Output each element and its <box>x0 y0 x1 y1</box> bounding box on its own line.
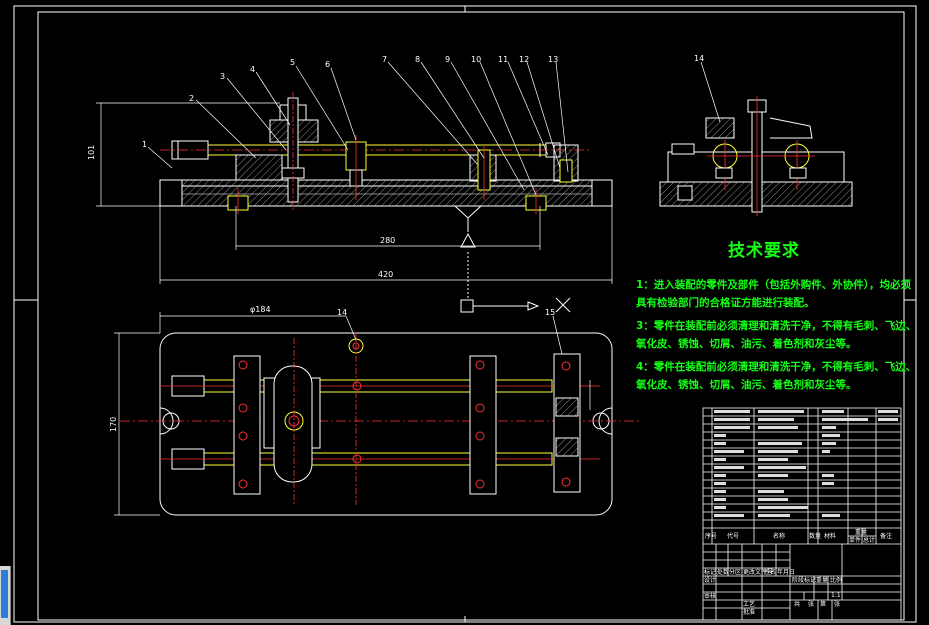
tb-review: 审核 <box>704 592 716 600</box>
tb-header-no: 序号 <box>705 532 717 540</box>
tb-design: 设计 <box>704 576 716 584</box>
part-label-5: 5 <box>290 58 295 67</box>
tb-sheet-unit-2: 张 <box>834 600 840 608</box>
dim-plan-height: 170 <box>109 417 118 432</box>
tb-sign: 签名 <box>764 568 776 576</box>
tb-header-weight: 重量 <box>855 528 867 536</box>
tb-mark: 标记 <box>704 568 716 576</box>
plan-label-14: 14 <box>337 308 347 317</box>
side-scrollbar[interactable] <box>0 566 11 625</box>
part-label-2: 2 <box>189 94 194 103</box>
tb-header-qty: 数量 <box>809 532 821 540</box>
tb-header-unit: 单件 <box>849 536 861 544</box>
dim-inner: 280 <box>380 236 395 245</box>
part-label-12: 12 <box>519 55 529 64</box>
tb-sheet-unit: 张 <box>808 600 814 608</box>
tb-header-material: 材料 <box>824 532 836 540</box>
part-label-1: 1 <box>142 140 147 149</box>
dim-overall: 420 <box>378 270 393 279</box>
requirement-line-4: 氧化皮、锈蚀、切屑、油污、着色剂和灰尘等。 <box>636 338 857 350</box>
title-block[interactable] <box>702 407 902 621</box>
tb-approve: 批准 <box>743 608 755 616</box>
dim-height: 101 <box>87 145 96 160</box>
tb-date: 年月日 <box>777 568 795 576</box>
dim-plan-width: φ184 <box>250 305 271 314</box>
tb-process: 工艺 <box>743 600 755 608</box>
plan-view[interactable]: φ184 170 14 15 <box>109 305 640 516</box>
part-label-4: 4 <box>250 65 255 74</box>
requirement-line-3: 3：零件在装配前必须清理和清洗干净，不得有毛刺、飞边、 <box>636 320 917 332</box>
part-label-8: 8 <box>415 55 420 64</box>
title-block-text: 序号 代号 名称 数量 材料 重量 单件 总计 备注 标记 处数 分区 更改文件… <box>704 528 892 616</box>
requirements-title: 技术要求 <box>728 241 800 261</box>
part-label-9: 9 <box>445 55 450 64</box>
side-view[interactable]: 14 <box>659 54 853 216</box>
tb-header-note: 备注 <box>880 532 892 540</box>
part-label-6: 6 <box>325 60 330 69</box>
tb-scale-label: 比例 <box>830 576 842 584</box>
ucs-marker <box>460 232 571 313</box>
tb-header-total: 总计 <box>863 536 875 544</box>
scrollbar-thumb[interactable] <box>1 570 8 618</box>
requirement-line-2: 具有检验部门的合格证方能进行装配。 <box>636 297 815 309</box>
tb-stage: 阶段标记 <box>792 576 816 584</box>
requirement-line-1: 1：进入装配的零件及部件（包括外购件、外协件），均必须 <box>636 279 912 291</box>
tb-sheet-no: 第 <box>820 600 826 608</box>
part-label-7: 7 <box>382 55 387 64</box>
tb-count: 处数 <box>717 568 729 576</box>
part-label-13: 13 <box>548 55 558 64</box>
requirement-line-5: 4：零件在装配前必须清理和清洗干净，不得有毛刺、飞边、 <box>636 361 917 373</box>
part-label-10: 10 <box>471 55 481 64</box>
tb-change: 更改文件号 <box>743 568 773 576</box>
tb-scale: 1:1 <box>831 592 841 599</box>
part-label-11: 11 <box>498 55 508 64</box>
plan-label-15: 15 <box>545 308 555 317</box>
tb-weight: 重量 <box>816 576 828 584</box>
tb-zone: 分区 <box>729 568 741 576</box>
tb-header-name: 名称 <box>773 532 785 540</box>
tb-header-code: 代号 <box>727 532 739 540</box>
front-view[interactable]: 1 2 3 4 5 6 7 8 9 10 11 12 13 101 <box>87 55 613 284</box>
tb-sheet-total: 共 <box>794 600 800 608</box>
requirement-line-6: 氧化皮、锈蚀、切屑、油污、着色剂和灰尘等。 <box>636 379 857 391</box>
part-label-14: 14 <box>694 54 704 63</box>
sheet-border <box>13 5 917 623</box>
parts-list-rows <box>714 410 898 517</box>
part-label-3: 3 <box>220 72 225 81</box>
